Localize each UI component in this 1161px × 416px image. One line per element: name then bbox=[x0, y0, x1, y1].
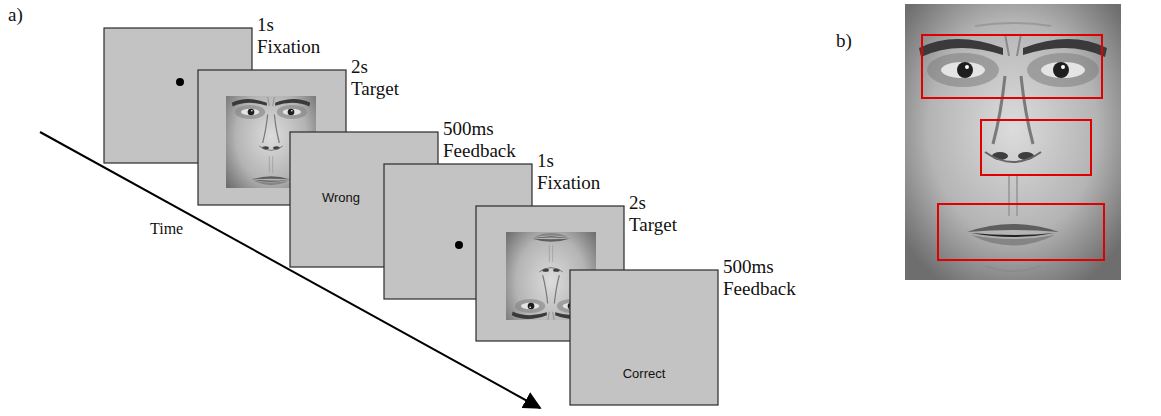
screen-frame: 2s Target bbox=[198, 70, 346, 205]
screen bbox=[570, 270, 718, 405]
timing-label: 1s Fixation bbox=[257, 14, 320, 58]
feedback-text: Correct bbox=[570, 366, 718, 382]
screen-frame: 500ms FeedbackWrong bbox=[290, 132, 438, 267]
panel-label: b) bbox=[836, 30, 852, 52]
screen-frame: 1s Fixation bbox=[384, 164, 532, 299]
timing-label: 2s Target bbox=[629, 192, 677, 236]
timing-label: 2s Target bbox=[351, 56, 399, 100]
axis-label: Time bbox=[150, 220, 183, 238]
mouth-region-box bbox=[938, 204, 1104, 260]
screen-frame: 2s Target bbox=[476, 206, 624, 341]
timing-label: 500ms Feedback bbox=[723, 256, 796, 300]
screen-frame: 1s Fixation bbox=[104, 28, 252, 163]
fixation-dot bbox=[176, 78, 184, 86]
timing-label: 500ms Feedback bbox=[443, 118, 516, 162]
timing-label: 1s Fixation bbox=[537, 150, 600, 194]
screen-frame: 500ms FeedbackCorrect bbox=[570, 270, 718, 405]
fixation-dot bbox=[455, 241, 463, 249]
time-arrow bbox=[40, 132, 540, 408]
nose-region-box bbox=[981, 120, 1091, 175]
feedback-text: Wrong bbox=[322, 190, 360, 206]
panel-label: a) bbox=[8, 4, 23, 26]
face-image-large bbox=[905, 4, 1121, 280]
eye-region-box bbox=[922, 35, 1102, 98]
